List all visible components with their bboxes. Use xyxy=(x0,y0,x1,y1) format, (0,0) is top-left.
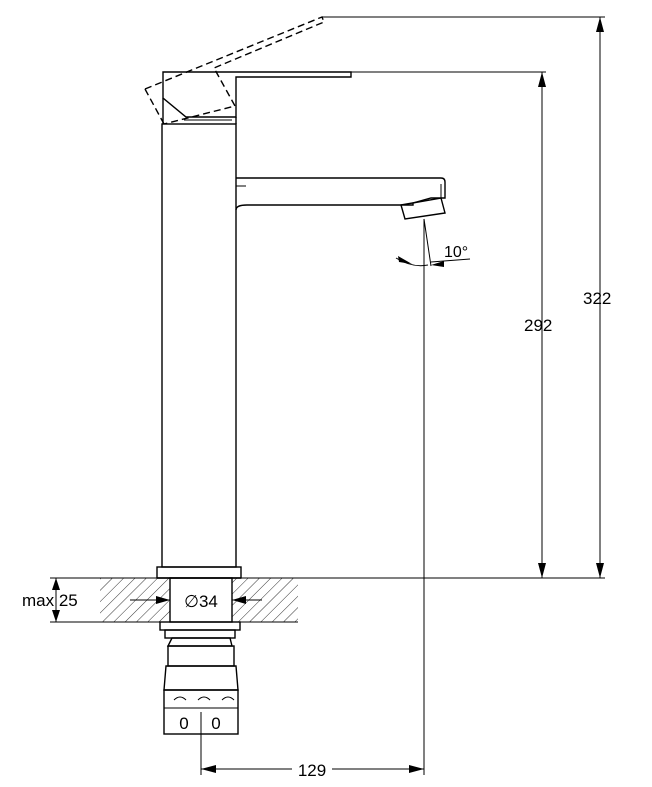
dimension-projection: 129 xyxy=(200,734,424,780)
label-counter-thickness: max 25 xyxy=(22,591,78,610)
label-projection: 129 xyxy=(298,761,326,780)
dimension-spout-height: 292 xyxy=(351,71,552,578)
faucet-body xyxy=(156,71,446,735)
lever-open-outline xyxy=(144,16,325,125)
label-hole-diameter: ∅34 xyxy=(184,592,218,611)
dimension-counter-thickness: max 25 xyxy=(22,577,100,623)
hose-marking-left: 0 xyxy=(179,714,188,733)
label-angle: 10° xyxy=(444,244,468,261)
hose-markings: 0 0 xyxy=(179,712,221,734)
dimension-total-height: 322 xyxy=(298,16,611,579)
dimension-hole-diameter: ∅34 xyxy=(130,592,262,611)
label-spout-height: 292 xyxy=(524,316,552,335)
dimension-angle: 10° xyxy=(395,218,471,267)
label-total-height: 322 xyxy=(583,289,611,308)
hose-marking-right: 0 xyxy=(211,714,220,733)
